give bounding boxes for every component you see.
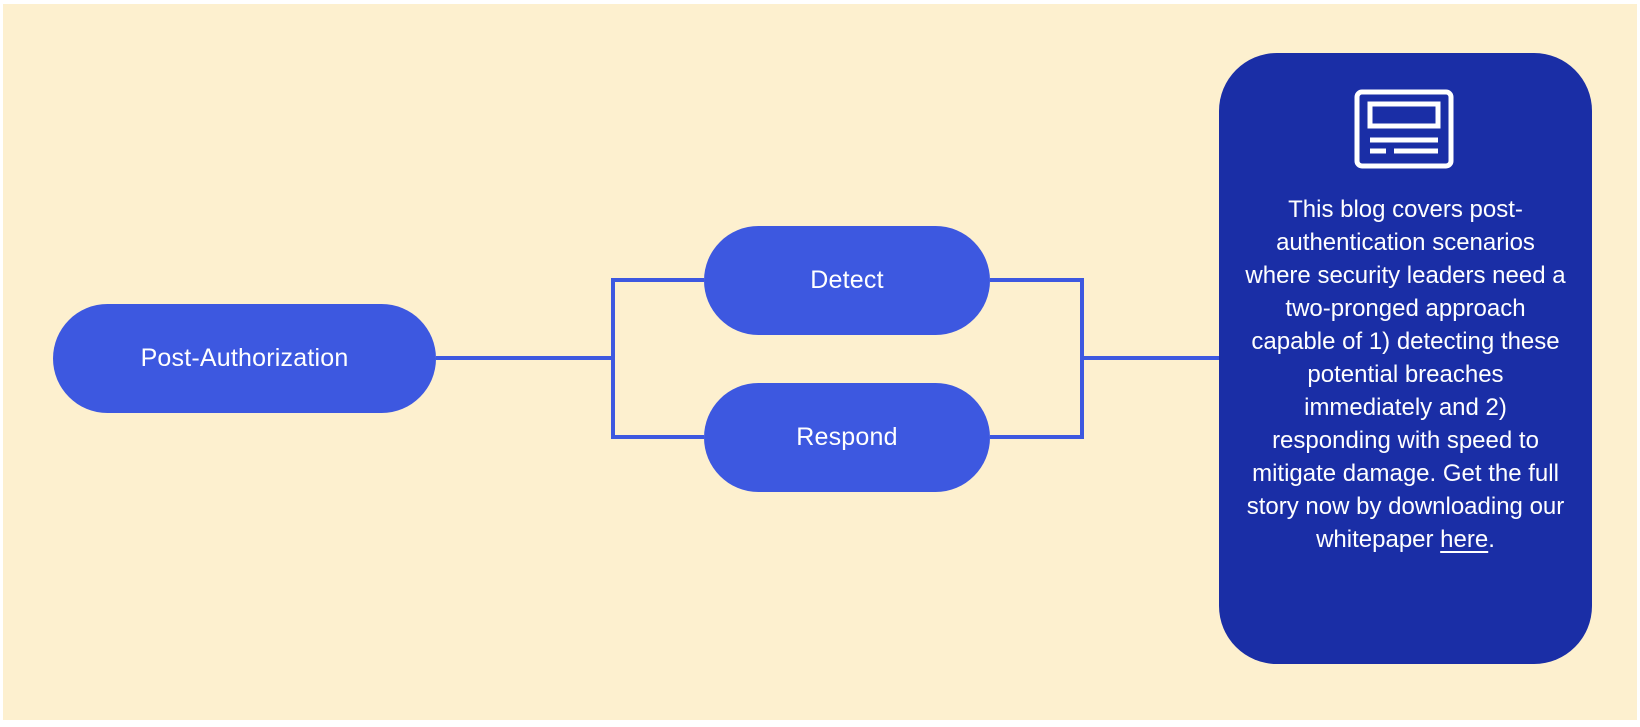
post-authorization-node: Post-Authorization (53, 304, 436, 413)
whitepaper-link[interactable]: here (1440, 526, 1489, 553)
post-authorization-label: Post-Authorization (140, 344, 349, 372)
detect-label: Detect (810, 266, 884, 294)
card-text-body: This blog covers post-authentication sce… (1245, 196, 1566, 553)
respond-node: Respond (704, 383, 990, 492)
respond-label: Respond (796, 423, 898, 451)
card-description: This blog covers post-authentication sce… (1243, 193, 1568, 556)
connector-split-bracket (611, 278, 704, 439)
whitepaper-card: This blog covers post-authentication sce… (1219, 53, 1592, 664)
detect-node: Detect (704, 226, 990, 335)
browser-window-icon (1354, 89, 1454, 169)
card-text-end: . (1488, 526, 1495, 553)
connector-merge-bracket (990, 278, 1084, 439)
